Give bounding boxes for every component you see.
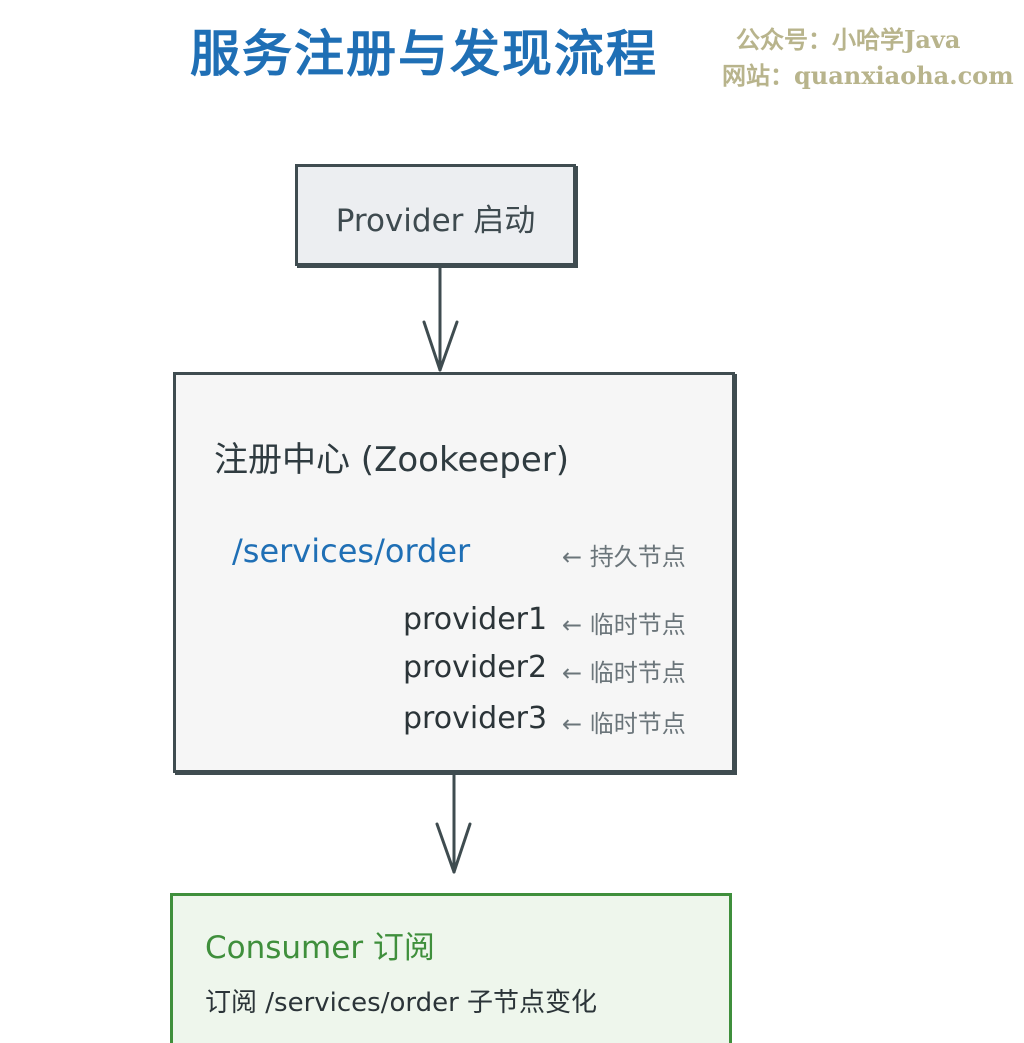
root-node-note: ← 持久节点 xyxy=(562,543,686,571)
tree-child-note-3: ← 临时节点 xyxy=(562,710,686,738)
tree-child-provider3: provider3 xyxy=(403,701,548,736)
watermark-wechat: 公众号：小哈学Java xyxy=(736,25,961,54)
provider-start-label: Provider 启动 xyxy=(335,203,536,239)
arrow-registry-to-consumer xyxy=(435,773,472,874)
registry-node xyxy=(173,372,735,773)
watermark-website: 网站：quanxiaoha.com xyxy=(722,61,1014,90)
page-title: 服务注册与发现流程 xyxy=(190,25,658,83)
consumer-title: Consumer 订阅 xyxy=(205,930,435,966)
provider-start-node: Provider 启动 xyxy=(295,164,576,266)
registry-root-path: /services/order xyxy=(232,532,471,570)
consumer-description: 订阅 /services/order 子节点变化 xyxy=(205,988,598,1018)
registry-title: 注册中心 (Zookeeper) xyxy=(214,440,570,480)
tree-child-provider1: provider1 xyxy=(403,602,548,637)
arrow-provider-to-registry xyxy=(422,266,459,372)
tree-child-provider2: provider2 xyxy=(403,650,548,685)
tree-child-note-1: ← 临时节点 xyxy=(562,611,686,639)
tree-child-note-2: ← 临时节点 xyxy=(562,659,686,687)
consumer-node xyxy=(170,893,732,1043)
